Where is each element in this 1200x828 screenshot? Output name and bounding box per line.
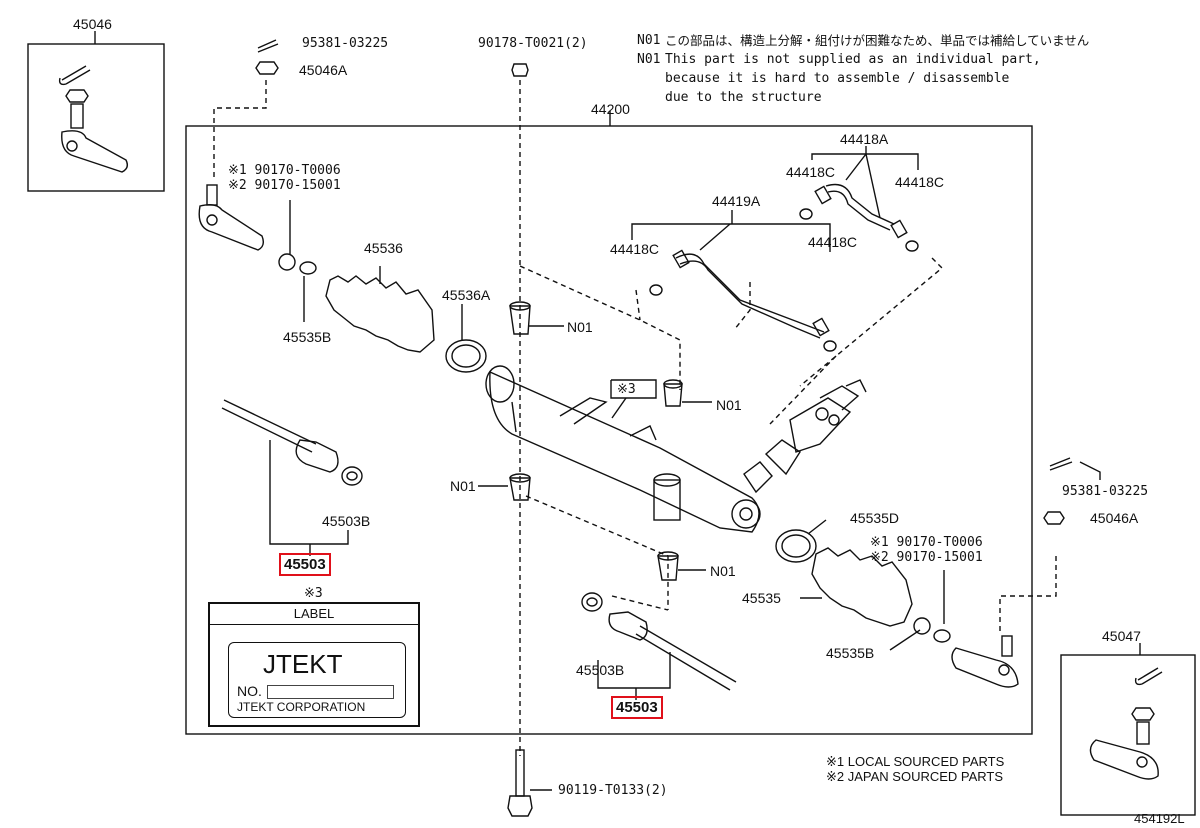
part-45046: 45046 bbox=[73, 16, 112, 32]
part-44418C-1: 44418C bbox=[786, 164, 836, 180]
note-jp: この部品は、構造上分解・組付けが困難なため、単品では補給していません bbox=[665, 33, 1090, 48]
n01-b: N01 bbox=[716, 397, 742, 413]
part-45503B-left: 45503B bbox=[322, 513, 371, 529]
legend-local: ※1 LOCAL SOURCED PARTS bbox=[826, 754, 1005, 769]
part-45046A-top: 45046A bbox=[299, 62, 348, 78]
inset-box-45047 bbox=[1060, 654, 1196, 816]
part-44418C-2: 44418C bbox=[895, 174, 945, 190]
n01-a: N01 bbox=[567, 319, 593, 335]
legend-japan: ※2 JAPAN SOURCED PARTS bbox=[826, 769, 1004, 784]
note-mark-en: N01 bbox=[637, 52, 661, 67]
figure-id: 454192L bbox=[1134, 811, 1185, 826]
part-44419A: 44419A bbox=[712, 193, 761, 209]
label-card-number-box bbox=[267, 685, 394, 699]
part-44418C-3: 44418C bbox=[808, 234, 858, 250]
part-45536: 45536 bbox=[364, 240, 403, 256]
assembly-frame-44200 bbox=[185, 125, 1033, 735]
part-45536A: 45536A bbox=[442, 287, 491, 303]
part-90119: 90119-T0133(2) bbox=[558, 783, 668, 798]
part-44418A: 44418A bbox=[840, 131, 889, 147]
inset-box-45046 bbox=[27, 43, 165, 192]
label-card-corporation: JTEKT CORPORATION bbox=[237, 700, 366, 714]
ref3-label-mark: ※3 bbox=[304, 586, 323, 601]
part-90178: 90178-T0021(2) bbox=[478, 36, 588, 51]
ref2-right: ※2 90170-15001 bbox=[870, 550, 983, 565]
ref3-top: ※3 bbox=[617, 382, 636, 397]
part-95381-top: 95381-03225 bbox=[302, 36, 389, 51]
note-en-line3: due to the structure bbox=[665, 90, 822, 105]
label-card-no: NO. bbox=[237, 683, 262, 699]
part-45535: 45535 bbox=[742, 590, 781, 606]
note-en-line2: because it is hard to assemble / disasse… bbox=[665, 71, 1010, 86]
n01-c: N01 bbox=[450, 478, 476, 494]
part-45535B-top: 45535B bbox=[283, 329, 332, 345]
part-95381-right: 95381-03225 bbox=[1062, 484, 1149, 499]
note-en-line1: This part is not supplied as an individu… bbox=[665, 52, 1041, 67]
part-45503-left-highlight[interactable]: 45503 bbox=[279, 553, 331, 576]
note-mark-jp: N01 bbox=[637, 33, 661, 48]
part-45046A-right: 45046A bbox=[1090, 510, 1139, 526]
label-card-heading: LABEL bbox=[210, 604, 418, 625]
part-45535D: 45535D bbox=[850, 510, 900, 526]
part-45503B-bottom: 45503B bbox=[576, 662, 625, 678]
label-card-brand: JTEKT bbox=[263, 649, 343, 679]
part-45535B-right: 45535B bbox=[826, 645, 875, 661]
n01-d: N01 bbox=[710, 563, 736, 579]
ref1-right: ※1 90170-T0006 bbox=[870, 535, 983, 550]
part-45503-bottom-highlight[interactable]: 45503 bbox=[611, 696, 663, 719]
part-44200: 44200 bbox=[591, 101, 630, 117]
ref1-top: ※1 90170-T0006 bbox=[228, 163, 341, 178]
part-44418C-4: 44418C bbox=[610, 241, 660, 257]
label-card: LABEL JTEKT NO. JTEKT CORPORATION bbox=[208, 602, 420, 727]
part-45047: 45047 bbox=[1102, 628, 1141, 644]
ref2-top: ※2 90170-15001 bbox=[228, 178, 341, 193]
label-card-plate: JTEKT NO. JTEKT CORPORATION bbox=[228, 642, 406, 718]
